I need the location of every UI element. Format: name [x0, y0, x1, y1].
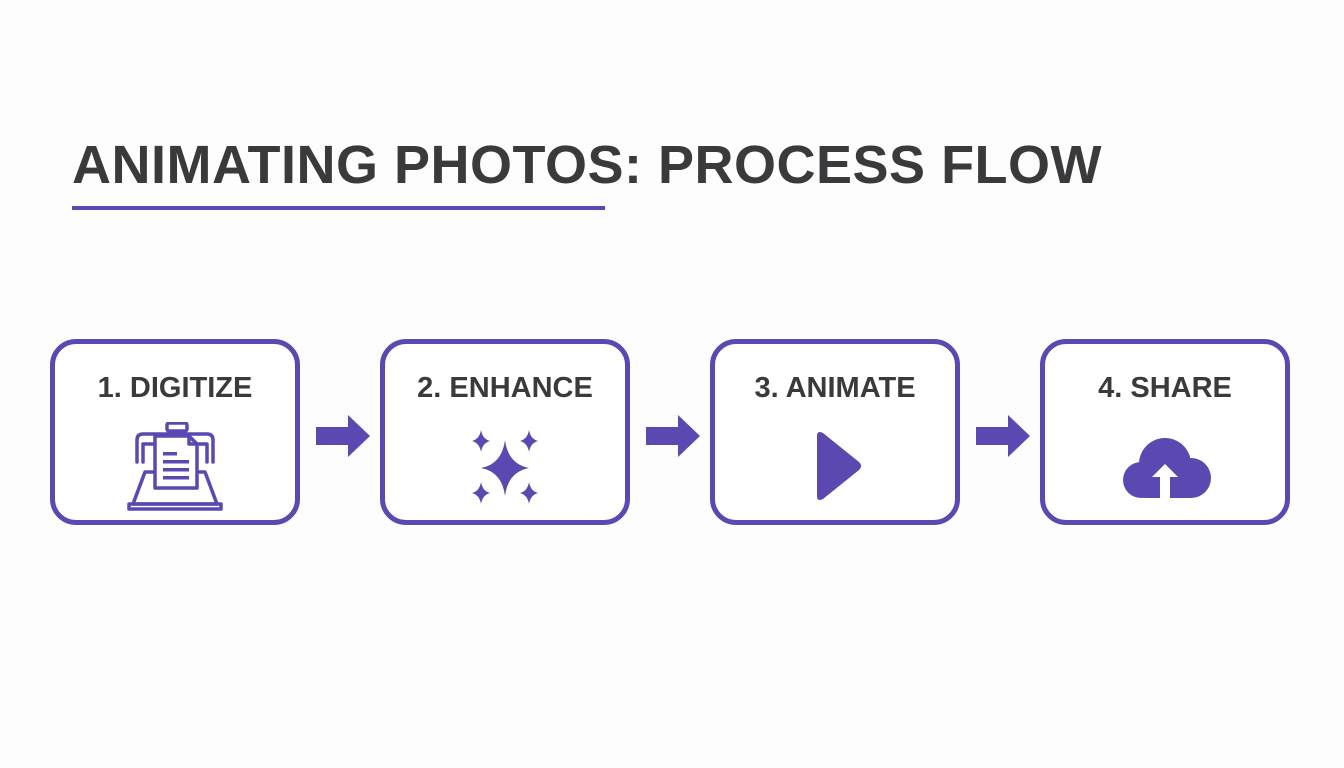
cloud-upload-icon: [1105, 422, 1225, 512]
step-label: 1. DIGITIZE: [97, 372, 253, 404]
arrow-right-icon: [646, 413, 700, 459]
sparkles-icon: [445, 422, 565, 512]
title-underline: [72, 206, 605, 210]
arrow-right-icon: [316, 413, 370, 459]
step-digitize: 1. DIGITIZE: [50, 339, 300, 525]
arrow-right-icon: [976, 413, 1030, 459]
step-label: 4. SHARE: [1098, 372, 1232, 404]
step-label: 2. ENHANCE: [417, 372, 593, 404]
step-share: 4. SHARE: [1040, 339, 1290, 525]
step-animate: 3. ANIMATE: [710, 339, 960, 525]
step-enhance: 2. ENHANCE: [380, 339, 630, 525]
page-title: ANIMATING PHOTOS: PROCESS FLOW: [72, 135, 1103, 195]
step-label: 3. ANIMATE: [754, 372, 916, 404]
play-icon: [775, 422, 895, 512]
scanner-icon: [115, 422, 235, 512]
